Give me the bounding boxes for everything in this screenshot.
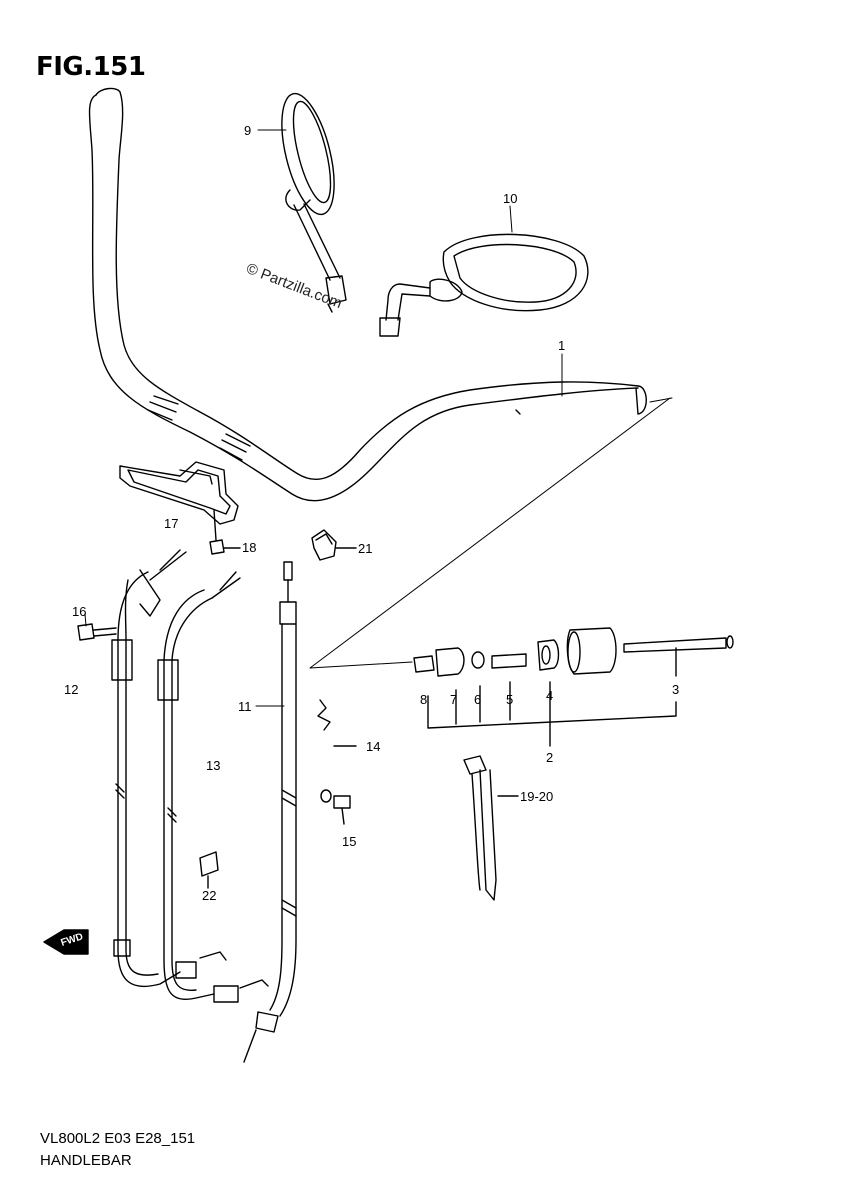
callout-8: 8: [420, 692, 427, 707]
part-clamp-21: [311, 529, 357, 561]
part-handlebar: [88, 87, 647, 502]
part-throttle-cable: [157, 571, 269, 1003]
callout-22: 22: [202, 888, 216, 903]
callout-5: 5: [506, 692, 513, 707]
callout-7: 7: [450, 692, 457, 707]
callout-21: 21: [358, 541, 372, 556]
callout-3: 3: [672, 682, 679, 697]
part-mirror-left: [281, 92, 347, 313]
callout-labels: 1 2 3 4 5 6 7 8 9 10 11 12 13 14 15 16 1…: [60, 123, 680, 949]
part-wiring-clamp: [119, 461, 239, 541]
callout-11: 11: [238, 699, 252, 714]
forward-arrow: [43, 929, 89, 955]
part-nut-18: [209, 539, 241, 555]
part-label-22: [199, 851, 219, 889]
part-mirror-right: [379, 233, 589, 337]
figure-title: FIG.151: [36, 52, 146, 82]
callout-9: 9: [244, 123, 251, 138]
part-screw-15: [320, 789, 351, 825]
callout-6: 6: [474, 692, 481, 707]
callout-19-20: 19-20: [520, 789, 553, 804]
part-bar-end-assembly: [413, 627, 734, 747]
callout-14: 14: [366, 739, 380, 754]
callout-10: 10: [503, 191, 517, 206]
diagram-name: HANDLEBAR: [40, 1152, 132, 1169]
diagram-code: VL800L2 E03 E28_151: [40, 1130, 196, 1147]
callout-1: 1: [558, 338, 565, 353]
callout-12: 12: [64, 682, 78, 697]
part-bolt-16: [77, 623, 117, 641]
callout-13: 13: [206, 758, 220, 773]
callout-15: 15: [342, 834, 356, 849]
part-return-cable: [243, 561, 297, 1063]
leader-lines: [84, 129, 563, 707]
callout-16: 16: [72, 604, 86, 619]
part-clutch-cable: [111, 549, 227, 988]
callout-2: 2: [546, 750, 553, 765]
part-cable-tie: [463, 755, 519, 901]
callout-4: 4: [546, 688, 553, 703]
part-clip-14: [317, 699, 357, 747]
assembly-guide-lines: [309, 397, 673, 669]
callout-17: 17: [164, 516, 178, 531]
callout-18: 18: [242, 540, 256, 555]
